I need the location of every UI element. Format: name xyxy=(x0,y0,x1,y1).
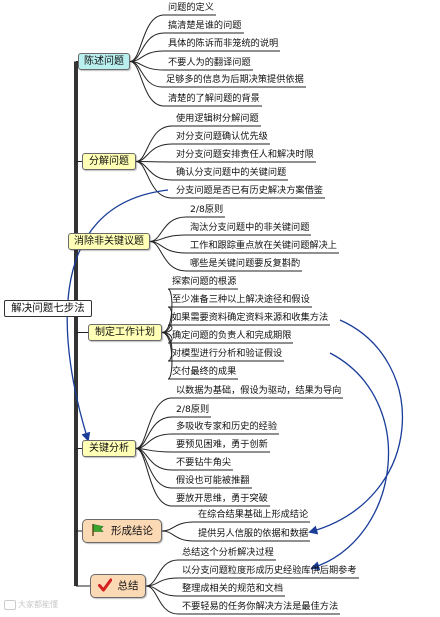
branch-label: 陈述问题 xyxy=(84,56,124,67)
branch-leaf-line xyxy=(161,521,310,532)
leaf-item: 提供另人信服的依据和数据 xyxy=(198,528,309,539)
red-check-icon xyxy=(97,578,112,592)
watermark: 大家都能懂 xyxy=(4,599,58,610)
leaf-item: 不要轻易的任务你解决方法是最佳方法 xyxy=(182,601,339,612)
branch-leaf-line xyxy=(135,161,325,199)
leaf-item: 以分支问题粒度形成历史经验库供后期参考 xyxy=(182,565,357,576)
branch-leaf-line xyxy=(161,530,310,542)
branch-leaf-line xyxy=(135,161,316,163)
leaf-item: 搞清楚是谁的问题 xyxy=(168,20,242,31)
leaf-item: 不要人为的翻译问题 xyxy=(168,57,251,68)
branch-label: 形成结论 xyxy=(111,525,153,537)
cross-link-arrow-model xyxy=(310,352,389,571)
branch-leaf-line xyxy=(145,577,359,587)
leaf-item: 淘汰分支问题中的非关键问题 xyxy=(190,222,310,233)
leaf-item: 2/8原则 xyxy=(190,204,224,215)
leaf-item: 如果需要资料确定资料来源和收集方法 xyxy=(172,312,329,323)
branch-label: 关键分析 xyxy=(89,443,129,454)
leaf-item: 探索问题的根源 xyxy=(172,276,237,287)
leaf-item: 对模型进行分析和验证假设 xyxy=(172,348,283,359)
branch-leaf-line xyxy=(129,32,244,62)
leaf-item: 具体的陈诉而非笼统的说明 xyxy=(168,38,279,49)
branch-decompose-problem[interactable]: 分解问题 xyxy=(82,153,136,170)
branch-make-work-plan[interactable]: 制定工作计划 xyxy=(88,324,162,341)
leaf-item: 分支问题是否已有历史解决方案借鉴 xyxy=(176,185,323,196)
leaf-item: 多吸收专家和历史的经验 xyxy=(176,421,278,432)
branch-leaf-line xyxy=(161,332,238,380)
branch-leaf-line xyxy=(129,14,216,62)
branch-leaf-line xyxy=(149,234,311,242)
leaf-item: 至少准备三种以上解决途径和假设 xyxy=(172,294,310,305)
leaf-item: 足够多的信息为后期决策提供依据 xyxy=(166,74,304,85)
branch-label: 分解问题 xyxy=(89,156,129,167)
branch-label: 总结 xyxy=(117,580,139,592)
branch-leaf-line xyxy=(135,397,343,449)
branch-leaf-line xyxy=(145,585,340,615)
leaf-item: 要放开思维，勇于突破 xyxy=(176,493,268,504)
branch-leaf-line xyxy=(161,306,312,333)
leaf-item: 交付最终的成果 xyxy=(172,366,237,377)
branch-state-problem[interactable]: 陈述问题 xyxy=(78,53,130,70)
leaf-item: 哪些是关键问题要反复斟酌 xyxy=(190,258,301,269)
cross-link-arrow-history xyxy=(66,189,169,442)
leaf-item: 2/8原则 xyxy=(176,404,210,415)
watermark-text: 大家都能懂 xyxy=(18,600,58,609)
camera-icon xyxy=(4,599,16,610)
leaf-item: 在综合结果基础上形成结论 xyxy=(198,509,309,520)
leaf-item: 确认分支问题中的关键问题 xyxy=(176,167,287,178)
branch-leaf-line xyxy=(149,216,225,242)
branch-leaf-line xyxy=(135,143,270,162)
branch-summary[interactable]: 总结 xyxy=(90,574,146,598)
leaf-item: 假设也可能被推翻 xyxy=(176,475,250,486)
leaf-item: 总结这个分析解决过程 xyxy=(182,547,274,558)
leaf-item: 整理成相关的规范和文档 xyxy=(182,583,284,594)
branch-leaf-line xyxy=(149,241,302,272)
branch-leaf-line xyxy=(161,324,330,333)
leaf-item: 对分支问题安排责任人和解决时限 xyxy=(176,149,314,160)
leaf-item: 清楚的了解问题的背景 xyxy=(168,93,260,104)
branch-leaf-line xyxy=(129,50,280,62)
branch-leaf-line xyxy=(129,61,262,107)
leaf-item: 确定问题的负责人和完成期限 xyxy=(172,330,292,341)
leaf-item: 不要钻牛角尖 xyxy=(176,457,232,468)
branch-form-conclusion[interactable]: 形成结论 xyxy=(82,519,162,543)
branch-label: 制定工作计划 xyxy=(95,327,155,338)
cross-link-arrow-data xyxy=(308,319,404,535)
green-flag-icon xyxy=(91,523,105,537)
leaf-item: 工作和跟踪重点放在关键问题解决上 xyxy=(190,240,337,251)
branch-key-analysis[interactable]: 关键分析 xyxy=(82,440,136,457)
root-node[interactable]: 解决问题七步法 xyxy=(4,300,92,317)
leaf-item: 对分支问题确认优先级 xyxy=(176,131,268,142)
branch-leaf-line xyxy=(135,433,279,449)
leaf-item: 问题的定义 xyxy=(168,2,214,13)
leaf-item: 使用逻辑树分解问题 xyxy=(176,113,259,124)
leaf-item: 以数据为基础，假设为驱动，结果为导向 xyxy=(176,385,342,396)
branch-leaf-line xyxy=(135,448,270,507)
branch-label: 消除非关键议题 xyxy=(74,236,144,247)
branch-eliminate-non-key[interactable]: 消除非关键议题 xyxy=(68,233,150,250)
leaf-item: 要预见困难，勇于创新 xyxy=(176,439,268,450)
branch-leaf-line xyxy=(145,559,276,587)
